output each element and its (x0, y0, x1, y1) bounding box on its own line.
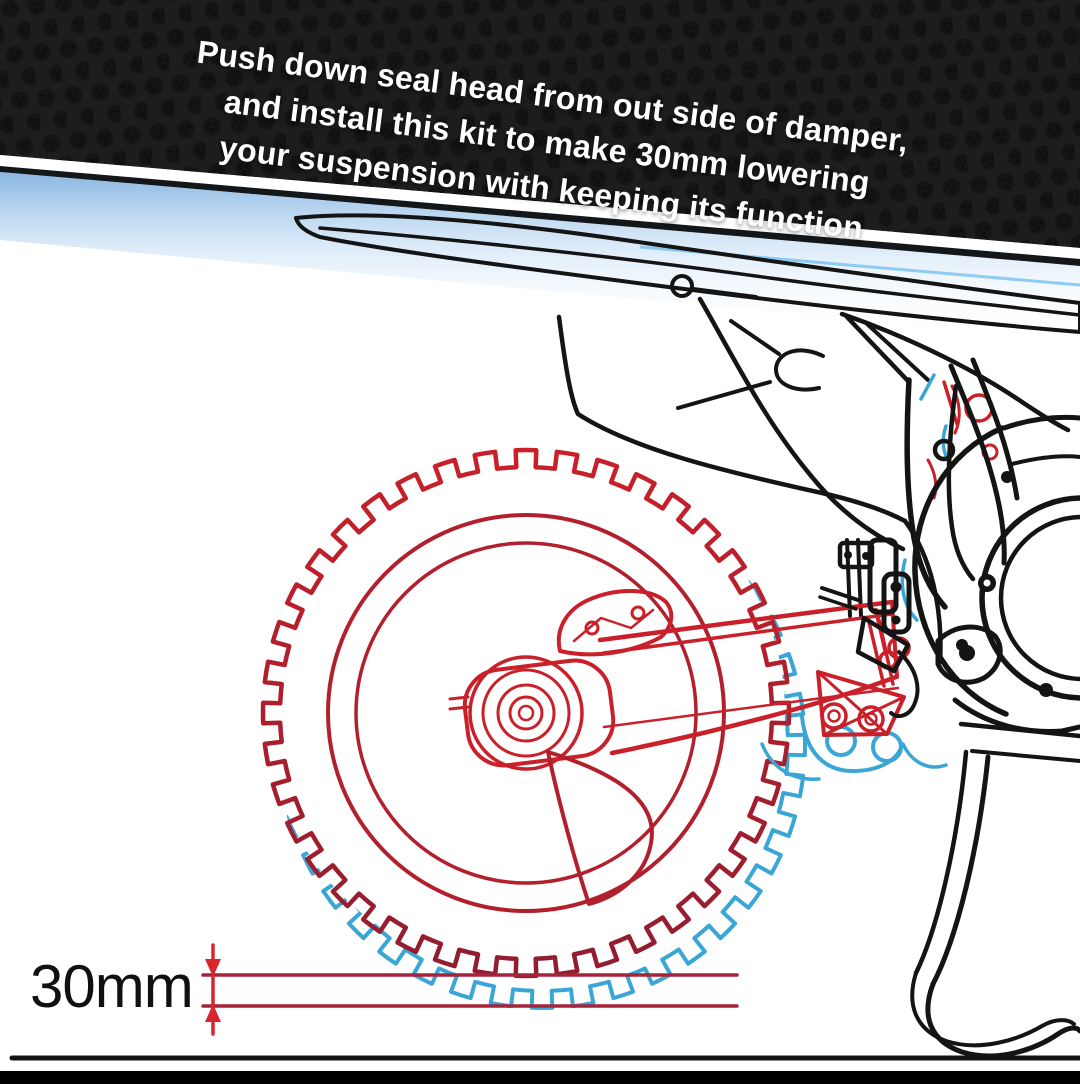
dimension-annotation: 30mm (30, 943, 739, 1036)
clutch-cover (979, 495, 1080, 701)
bottom-bar (0, 1071, 1080, 1084)
axle-plate (462, 658, 616, 768)
brake-disc (468, 655, 584, 771)
footpeg-bracket (881, 571, 912, 635)
brake-caliper (556, 589, 674, 657)
banner-stripe (0, 155, 1080, 259)
arrow-up-icon (205, 1004, 221, 1022)
side-panel-lines (556, 296, 1071, 665)
front-sprocket (935, 624, 1003, 685)
skid-plate (910, 721, 1080, 1059)
disc-guard (546, 750, 654, 906)
banner-glow (0, 172, 1080, 340)
ground (0, 1055, 1080, 1084)
rear-fender (294, 213, 1080, 334)
wheel-mask (267, 454, 785, 972)
fender-bolt (670, 274, 694, 298)
lowered-tire-outline (260, 447, 792, 979)
footpeg-hanger (855, 615, 911, 674)
banner-edge-shadow (0, 166, 1080, 266)
linkage-stock (760, 715, 948, 781)
banner (0, 0, 1080, 340)
dimension-label: 30mm (30, 953, 193, 1020)
lowered-wheel (260, 447, 792, 979)
banner-dot-texture (0, 0, 1080, 248)
linkage-lowered (816, 608, 906, 737)
arrow-down-icon (205, 959, 221, 977)
brake-pedal (889, 650, 920, 719)
